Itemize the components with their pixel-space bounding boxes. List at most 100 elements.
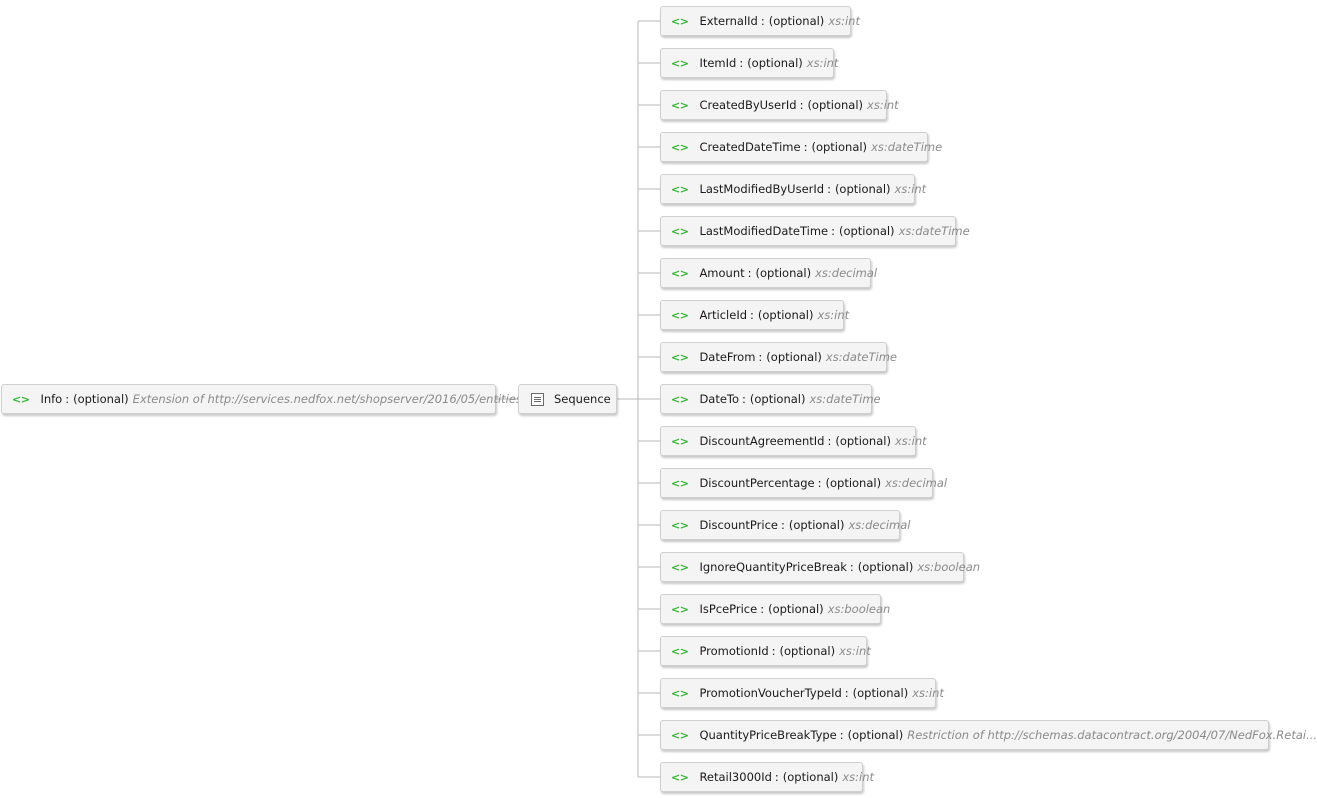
child-element-node[interactable]: <>LastModifiedByUserId:(optional)xs:int [660, 174, 926, 204]
element-icon: <> [671, 350, 689, 364]
element-name: Amount [699, 266, 745, 280]
element-separator: : [747, 266, 752, 280]
child-element-node[interactable]: <>DiscountPercentage:(optional)xs:decima… [660, 468, 947, 498]
element-separator: : [827, 182, 831, 196]
element-name: DiscountAgreementId [699, 434, 825, 448]
element-icon: <> [671, 140, 689, 154]
child-element-node[interactable]: <> CreatedByUserId:(optional)xs:int [660, 90, 899, 120]
element-type: xs:boolean [827, 602, 891, 616]
element-separator: : [758, 350, 763, 364]
child-element-node[interactable]: <>QuantityPriceBreakType:(optional)Restr… [660, 720, 1317, 750]
element-separator: : [780, 518, 785, 532]
element-separator: : [803, 140, 808, 154]
child-element-node[interactable]: <>ExternalId:(optional)xs:int [660, 6, 860, 36]
element-type: Restriction of http://schemas.datacontra… [907, 728, 1317, 742]
root-element-info[interactable]: <> Info : (optional) Extension of http:/… [1, 384, 537, 414]
element-type: xs:int [842, 770, 875, 784]
element-icon: <> [671, 308, 689, 322]
root-separator: : [65, 392, 70, 406]
element-separator: : [827, 434, 832, 448]
child-element-node[interactable]: <>PromotionVoucherTypeId:(optional)xs:in… [660, 678, 944, 708]
element-occurrence: (optional) [766, 350, 822, 364]
element-type: xs:int [817, 308, 850, 322]
child-element-node[interactable]: <>Retail3000Id:(optional)xs:int [660, 762, 874, 792]
child-element-node[interactable]: <>IsPcePrice:(optional)xs:boolean [660, 594, 890, 624]
child-element-node[interactable]: <>PromotionId:(optional)xs:int [660, 636, 871, 666]
element-occurrence: (optional) [838, 224, 895, 238]
element-occurrence: (optional) [749, 392, 806, 406]
element-separator: : [799, 98, 804, 112]
element-type: xs:int [894, 182, 927, 196]
child-element-node[interactable]: <> DateFrom:(optional)xs:dateTime [660, 342, 897, 372]
element-name: CreatedByUserId [699, 98, 797, 112]
element-icon: <> [671, 224, 689, 238]
element-icon: <> [671, 602, 689, 616]
element-name: LastModifiedByUserId [699, 182, 825, 196]
element-type: xs:int [894, 434, 927, 448]
root-element-name: Info [40, 392, 63, 406]
element-occurrence: (optional) [807, 98, 864, 112]
branch-lines [638, 20, 660, 778]
element-type: xs:int [839, 644, 871, 658]
element-separator: : [739, 56, 744, 70]
element-occurrence: (optional) [835, 434, 891, 448]
child-element-node[interactable]: <>CreatedDateTime:(optional)xs:dateTime [660, 132, 942, 162]
child-element-node[interactable]: <>ItemId:(optional)xs:int [660, 48, 838, 78]
element-separator: : [831, 224, 835, 238]
element-name: DiscountPrice [699, 518, 778, 532]
element-separator: : [844, 686, 849, 700]
connector-lines [496, 20, 660, 778]
sequence-label: Sequence [554, 392, 611, 406]
element-name: ExternalId [699, 14, 758, 28]
element-type: xs:decimal [815, 266, 878, 280]
element-icon: <> [671, 518, 689, 532]
element-occurrence: (optional) [825, 476, 882, 490]
child-element-node[interactable]: <> Amount:(optional)xs:decimal [660, 258, 877, 288]
element-occurrence: (optional) [811, 140, 868, 154]
child-element-node[interactable]: <> DiscountPrice:(optional)xs:decimal [660, 510, 910, 540]
element-occurrence: (optional) [768, 14, 825, 28]
child-element-node[interactable]: <> DiscountAgreementId:(optional)xs:int [660, 426, 927, 456]
element-icon: <> [671, 266, 689, 280]
element-type: xs:decimal [848, 518, 911, 532]
child-element-node[interactable]: <> LastModifiedDateTime:(optional)xs:date… [660, 216, 970, 246]
element-occurrence: (optional) [755, 266, 812, 280]
element-occurrence: (optional) [788, 518, 845, 532]
element-icon: <> [671, 434, 689, 448]
element-icon: <> [671, 728, 689, 742]
element-type: xs:decimal [885, 476, 948, 490]
sequence-node[interactable]: Sequence [518, 384, 617, 414]
element-icon: <> [671, 686, 689, 700]
element-name: DateFrom [699, 350, 756, 364]
element-separator: : [817, 476, 822, 490]
element-name: QuantityPriceBreakType [699, 728, 837, 742]
element-name: DateTo [699, 392, 740, 406]
element-icon: <> [671, 392, 689, 406]
element-occurrence: (optional) [747, 56, 803, 70]
element-name: CreatedDateTime [699, 140, 801, 154]
element-separator: : [760, 14, 765, 28]
element-name: DiscountPercentage [699, 476, 815, 490]
child-element-node[interactable]: <>ArticleId:(optional)xs:int [660, 300, 849, 330]
element-type: xs:int [912, 686, 944, 700]
element-icon: <> [671, 98, 689, 112]
element-icon: <> [12, 392, 30, 406]
element-occurrence: (optional) [779, 644, 836, 658]
child-element-node[interactable]: <>DateTo:(optional)xs:dateTime [660, 384, 881, 414]
element-type: xs:dateTime [825, 350, 897, 364]
element-separator: : [742, 392, 746, 406]
element-type: xs:dateTime [898, 224, 970, 238]
element-name: Retail3000Id [699, 770, 772, 784]
element-separator: : [839, 728, 844, 742]
child-element-node[interactable]: <>IgnoreQuantityPriceBreak:(optional)xs:… [660, 552, 980, 582]
sequence-icon [531, 392, 544, 406]
element-name: LastModifiedDateTime [699, 224, 829, 238]
element-occurrence: (optional) [857, 560, 914, 574]
element-icon: <> [671, 182, 689, 196]
element-type: xs:int [867, 98, 899, 112]
root-occurrence: (optional) [73, 392, 129, 406]
element-separator: : [849, 560, 854, 574]
element-icon: <> [671, 644, 689, 658]
element-name: PromotionVoucherTypeId [699, 686, 842, 700]
element-name: PromotionId [699, 644, 769, 658]
